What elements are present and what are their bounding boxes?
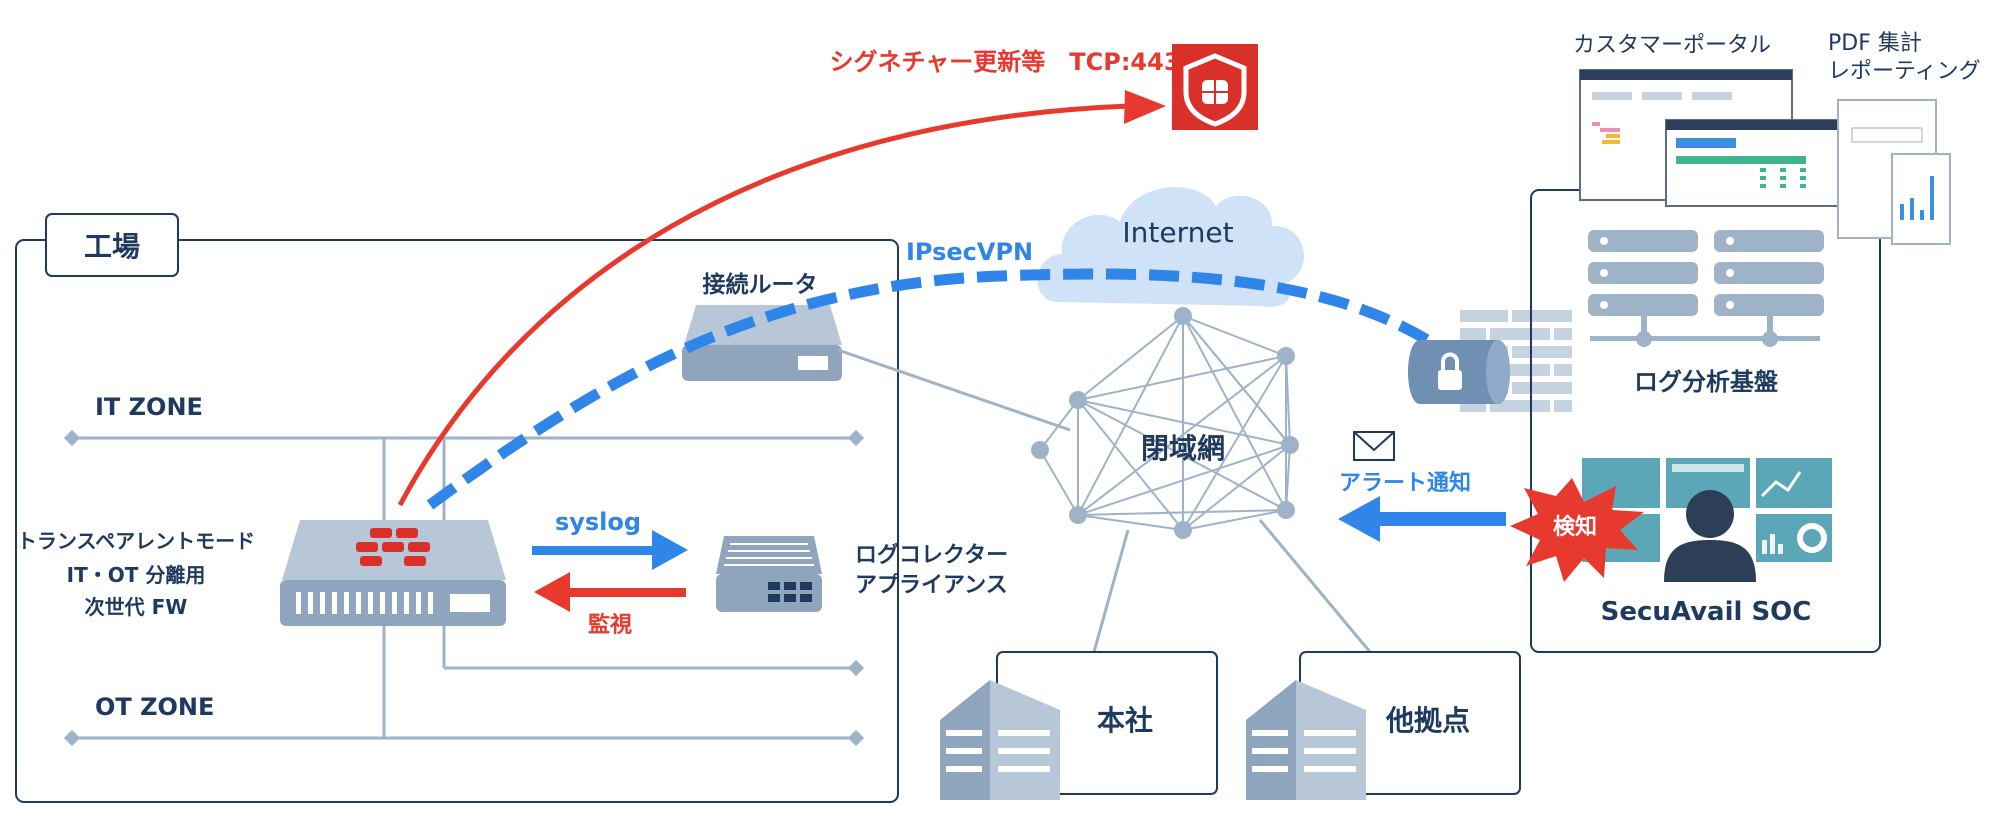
syslog-arrowhead — [652, 530, 688, 570]
collector-label-2: アプライアンス — [855, 573, 1008, 598]
mail-icon — [1353, 431, 1395, 461]
site-link — [1258, 519, 1372, 653]
pdf-label-1: PDF 集計 — [1828, 31, 1922, 56]
firewall-device-icon — [280, 520, 506, 626]
router-label: 接続ルータ — [703, 271, 818, 298]
signature-curve — [397, 103, 1131, 507]
other-site-label: 他拠点 — [1385, 704, 1470, 737]
monitor-arrowhead — [534, 572, 570, 612]
factory-frame: 工場 — [15, 213, 899, 803]
log-server-icon — [1588, 230, 1824, 347]
closed-network-nodes — [1031, 307, 1299, 539]
internet-label: Internet — [1122, 216, 1233, 249]
monitor-arrow-shaft — [570, 588, 686, 597]
it-zone-label: IT ZONE — [95, 393, 203, 421]
alert-arrowhead — [1338, 496, 1380, 542]
other-site-building-icon — [1246, 680, 1366, 800]
fw-label-2: IT・OT 分離用 — [67, 563, 206, 587]
fw-label-1: トランスペアレントモード — [17, 529, 255, 553]
router-icon — [682, 305, 842, 381]
syslog-arrow-shaft — [532, 546, 652, 555]
vpn-dashed-line — [426, 268, 1444, 510]
vpn-label: IPsecVPN — [906, 238, 1033, 266]
fw-label-3: 次世代 FW — [85, 595, 188, 619]
router-link — [837, 348, 1071, 432]
alert-arrow-shaft — [1380, 512, 1506, 526]
factory-title: 工場 — [84, 230, 140, 263]
fortiguard-shield-icon — [1172, 44, 1258, 130]
vpn-firewall-icon — [1408, 310, 1572, 412]
hq-label: 本社 — [1097, 704, 1153, 737]
ot-zone-label: OT ZONE — [95, 693, 214, 721]
signature-label: シグネチャー更新等 TCP:443 — [829, 48, 1180, 76]
portal-screens-icon — [1579, 69, 1882, 207]
detect-burst-icon — [1510, 478, 1644, 582]
log-platform-label: ログ分析基盤 — [1634, 368, 1779, 396]
syslog-label: syslog — [555, 508, 641, 536]
pdf-label-2: レポーティング — [1828, 59, 1981, 84]
pdf-report-icon — [1837, 99, 1951, 245]
portal-label: カスタマーポータル — [1573, 33, 1771, 58]
monitor-label: 監視 — [588, 613, 632, 638]
hq-link — [1092, 529, 1130, 653]
signature-arrowhead — [1124, 90, 1166, 124]
soc-monitors-icon — [1582, 458, 1832, 562]
alert-label: アラート通知 — [1339, 470, 1471, 496]
detect-label: 検知 — [1553, 514, 1597, 540]
closed-network-label: 閉域網 — [1141, 432, 1225, 465]
closed-network-mesh — [1039, 315, 1291, 531]
soc-label: SecuAvail SOC — [1601, 597, 1812, 627]
collector-label-1: ログコレクター — [855, 542, 1008, 568]
operator-icon — [1664, 490, 1756, 582]
log-collector-icon — [716, 536, 822, 612]
soc-frame — [1530, 189, 1881, 653]
hq-building-icon — [940, 680, 1060, 800]
